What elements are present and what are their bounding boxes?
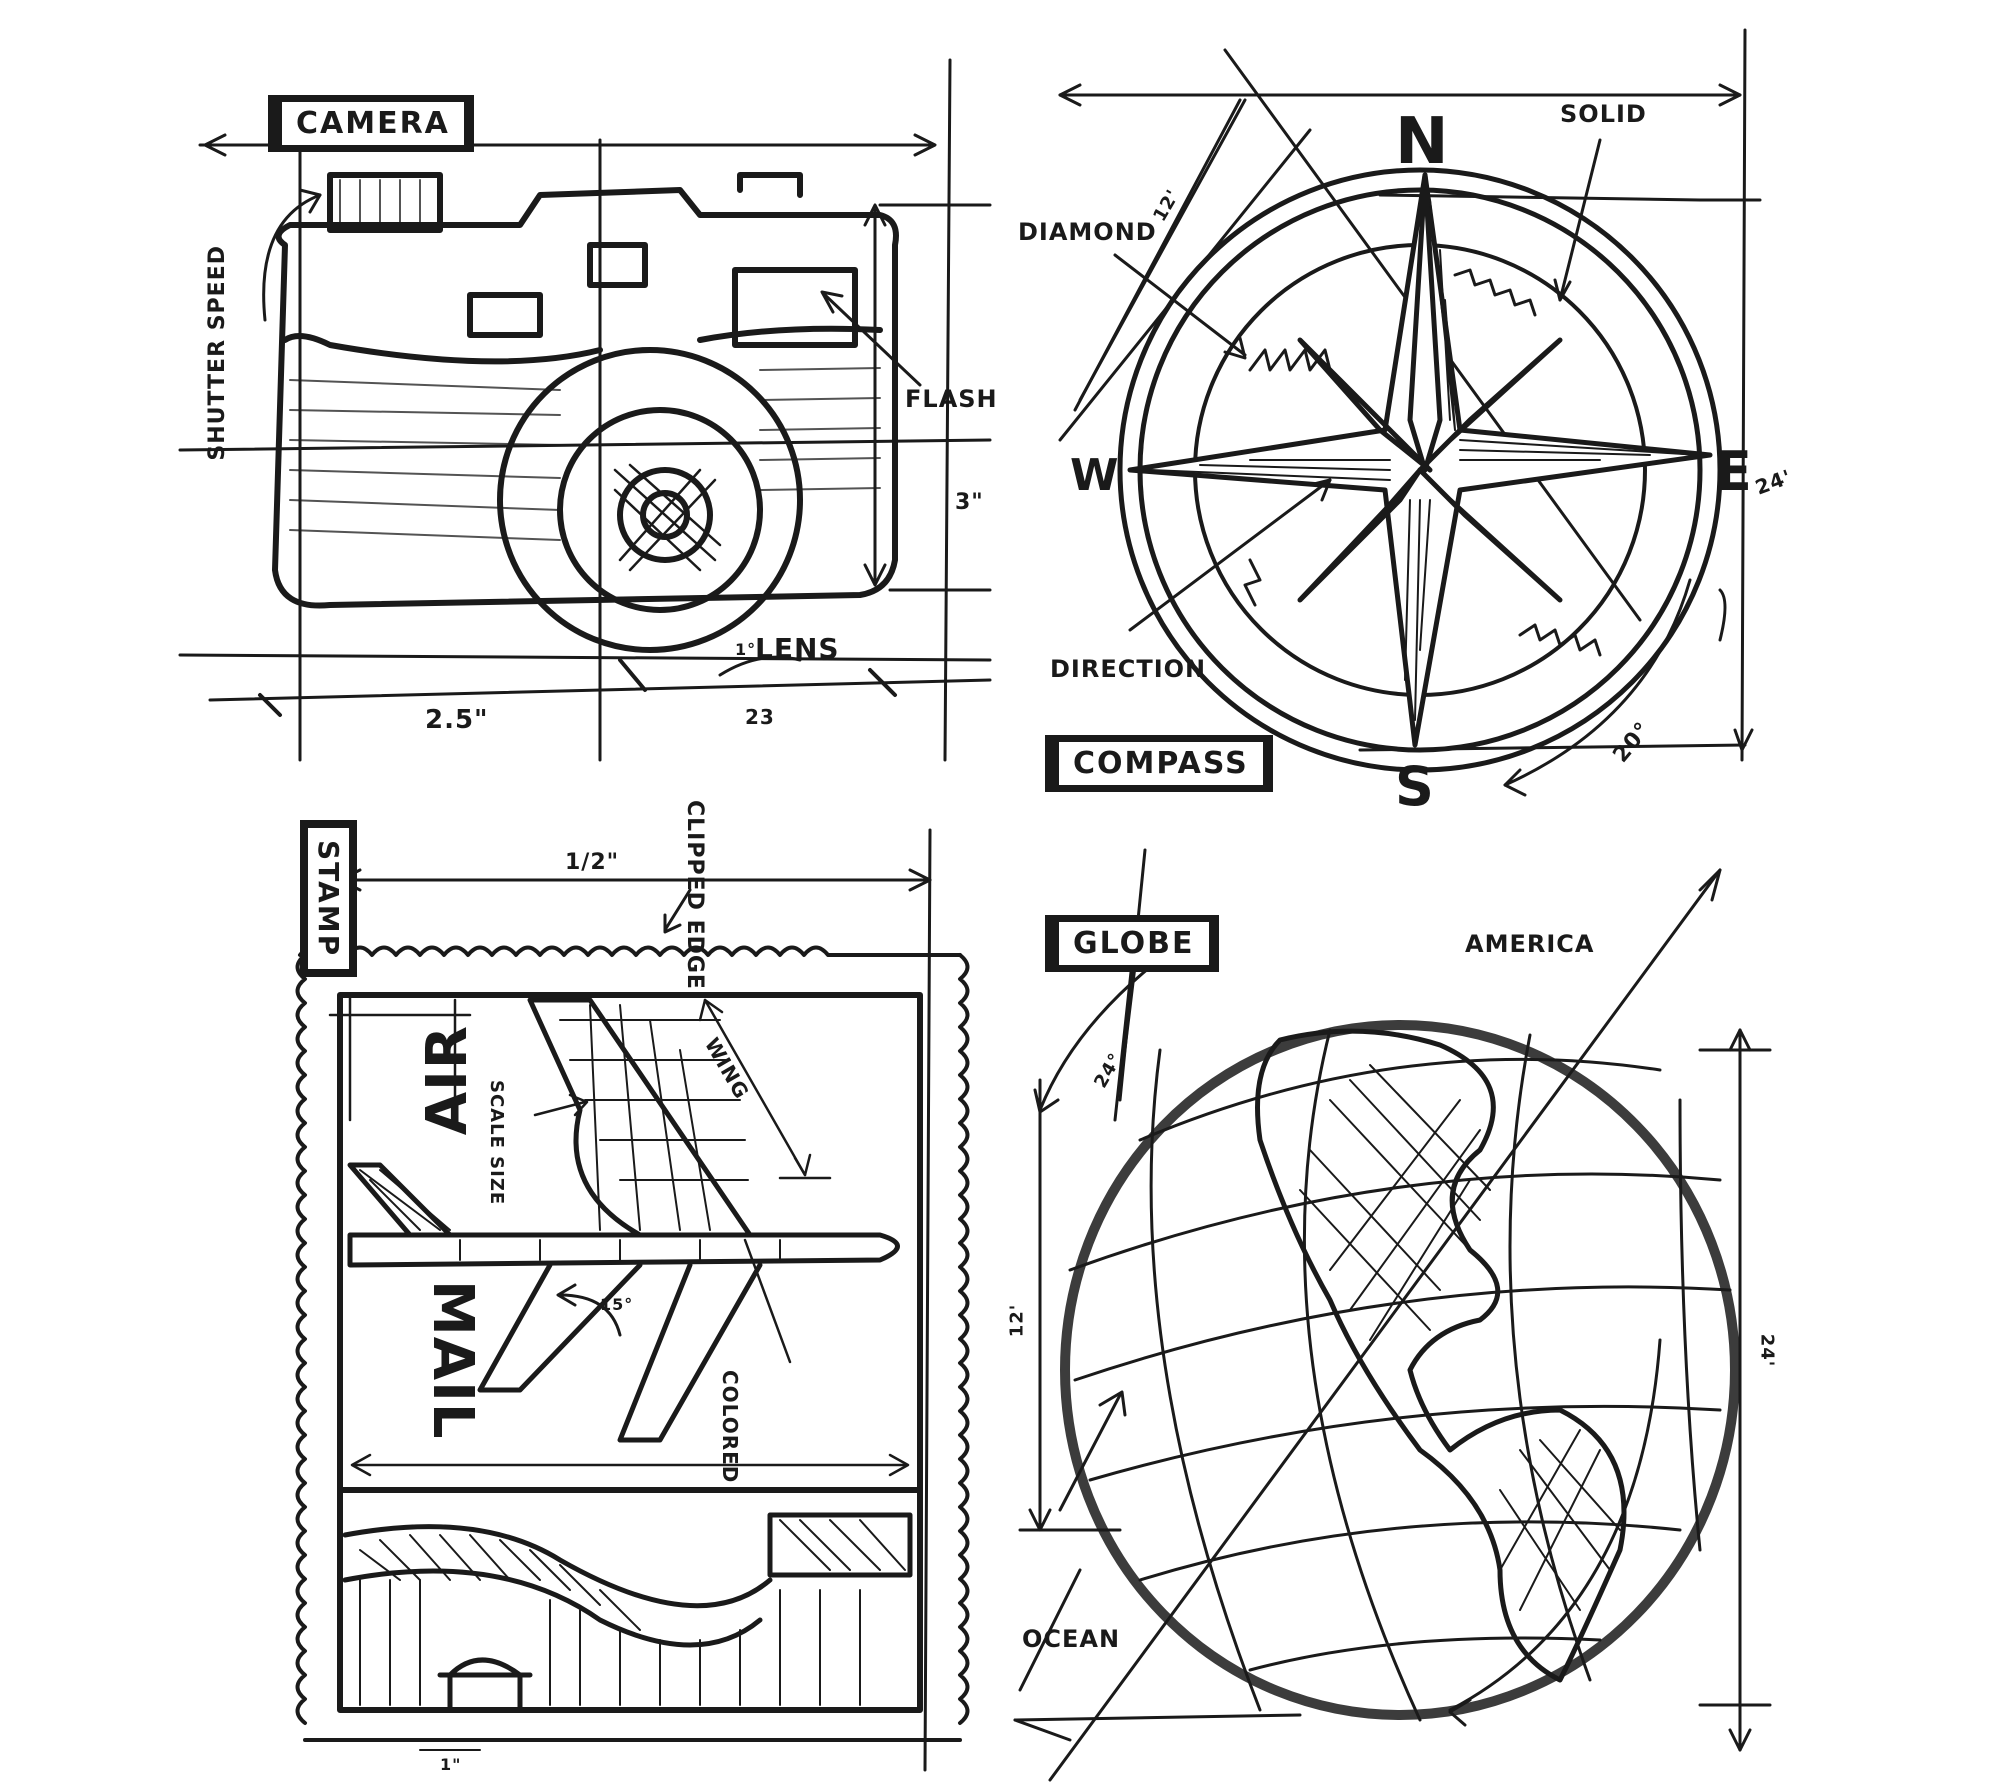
america-label: AMERICA — [1465, 930, 1595, 958]
south-label: S — [1395, 755, 1435, 818]
camera-panel: CAMERA SHUTTER SPEED FLASH 1° LENS 2.5" … — [0, 0, 1000, 790]
flash-label: FLASH — [905, 385, 998, 413]
scale-line2: SIZE — [486, 1156, 507, 1206]
shutter-line2: SPEED — [205, 245, 230, 331]
clipped-line1: CLIPPED — [682, 800, 707, 911]
width-right-dimension: 23 — [745, 705, 775, 729]
lens-label: LENS — [755, 632, 840, 665]
direction-label: DIRECTION — [1050, 655, 1207, 683]
east-label: E — [1715, 440, 1753, 503]
right-height-dimension: 24' — [1756, 1333, 1778, 1368]
mail-text: MAIL — [420, 1280, 485, 1440]
globe-drawing — [1013, 848, 1772, 1782]
bottom-dimension: 1" — [440, 1755, 462, 1774]
clipped-line2: EDGE — [682, 919, 707, 990]
left-height-dimension: 12' — [1006, 1303, 1028, 1338]
scale-line1: SCALE — [486, 1080, 507, 1149]
height-dimension: 3" — [955, 490, 984, 515]
lens-angle-label: 1° — [735, 640, 757, 659]
stamp-title: STAMP — [300, 820, 357, 978]
camera-title: CAMERA — [268, 95, 474, 152]
compass-title: COMPASS — [1045, 735, 1273, 792]
shutter-speed-label: SHUTTER SPEED — [205, 245, 231, 461]
diamond-label: DIAMOND — [1018, 218, 1157, 246]
west-label: W — [1070, 450, 1120, 501]
scale-size-label: SCALE SIZE — [485, 1080, 507, 1205]
top-width-dimension: 1/2" — [565, 850, 620, 875]
compass-panel: N E S W DIAMOND 12' SOLID DIRECTION 24' … — [1000, 0, 2005, 850]
colored-label: COLORED — [718, 1370, 742, 1484]
globe-panel: GLOBE AMERICA OCEAN 24° 12' 24' — [1000, 848, 2005, 1782]
stamp-panel: STAMP 1/2" CLIPPED EDGE AIR MAIL WING SC… — [0, 790, 1000, 1782]
width-left-dimension: 2.5" — [425, 705, 489, 735]
compass-drawing — [1058, 28, 1762, 797]
shutter-line1: SHUTTER — [205, 338, 230, 461]
angle-dimension: 15° — [600, 1295, 634, 1314]
solid-label: SOLID — [1560, 100, 1647, 128]
clipped-edge-label: CLIPPED EDGE — [680, 800, 708, 990]
globe-title: GLOBE — [1045, 915, 1219, 972]
air-text: AIR — [415, 1025, 480, 1136]
stamp-drawing — [295, 828, 970, 1772]
camera-drawing — [178, 58, 992, 762]
ocean-label: OCEAN — [1022, 1625, 1121, 1653]
north-label: N — [1395, 105, 1450, 179]
